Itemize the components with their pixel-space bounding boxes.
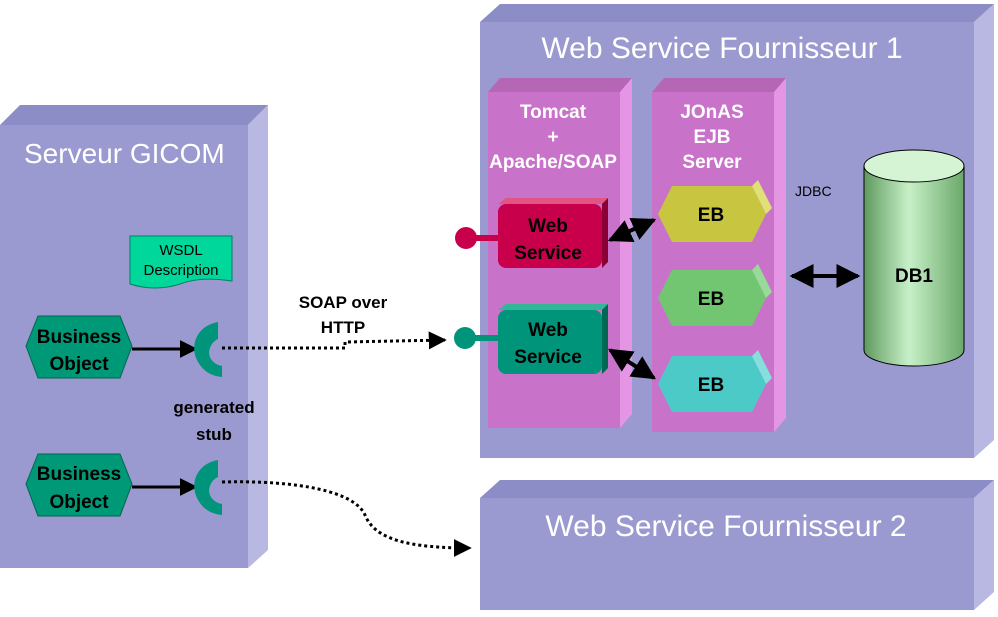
- soap-label-line1: SOAP over: [299, 293, 388, 312]
- tomcat-line1: Tomcat: [520, 102, 587, 123]
- business-object-2: Business Object: [25, 453, 133, 517]
- business-object-2-line2: Object: [49, 492, 109, 513]
- eb-3: EB: [658, 350, 772, 412]
- jdbc-label: JDBC: [795, 183, 832, 199]
- stub-icon-2: [194, 460, 222, 515]
- wsdl-line2: Description: [143, 262, 218, 279]
- eb-1: EB: [658, 180, 772, 242]
- web-service-1-line1: Web: [528, 216, 568, 237]
- stub1-to-ws2-connection: [222, 331, 447, 350]
- stub-label-line2: stub: [196, 425, 232, 444]
- gicom-title: Serveur GICOM: [24, 138, 225, 169]
- eb-1-label: EB: [698, 205, 724, 226]
- tomcat-line2: +: [547, 127, 558, 148]
- db-label: DB1: [895, 266, 933, 287]
- business-object-1-line2: Object: [49, 354, 109, 375]
- soap-label-line2: HTTP: [321, 318, 365, 337]
- web-service-2: Web Service: [454, 304, 608, 374]
- ws2-eb3-arrow: [607, 348, 657, 380]
- database-cylinder: DB1: [863, 149, 965, 367]
- web-service-1-port-icon: [455, 227, 477, 249]
- web-service-1: Web Service: [455, 198, 608, 268]
- web-service-2-line2: Service: [514, 347, 582, 368]
- web-service-1-line2: Service: [514, 243, 582, 264]
- jonas-line1: JOnAS: [680, 102, 743, 123]
- wsdl-line1: WSDL: [159, 242, 202, 259]
- eb-2-label: EB: [698, 289, 724, 310]
- provider2-title: Web Service Fournisseur 2: [545, 510, 906, 543]
- business-object-1: Business Object: [25, 315, 133, 379]
- jonas-line3: Server: [682, 152, 742, 173]
- web-service-2-line1: Web: [528, 320, 568, 341]
- stub-icon-1: [194, 322, 222, 377]
- ws1-eb1-arrow: [607, 218, 657, 242]
- jonas-line2: EJB: [694, 127, 731, 148]
- wsdl-description: WSDL Description: [129, 235, 233, 289]
- eb-3-label: EB: [698, 375, 724, 396]
- provider1-title: Web Service Fournisseur 1: [541, 32, 902, 65]
- tomcat-line3: Apache/SOAP: [489, 152, 617, 173]
- web-service-2-port-icon: [454, 327, 476, 349]
- stub2-to-provider2-connection: [221, 480, 472, 557]
- business-object-2-line1: Business: [37, 464, 121, 485]
- business-object-1-line1: Business: [37, 327, 121, 348]
- eb-2: EB: [658, 264, 772, 326]
- stub-label-line1: generated: [173, 398, 254, 417]
- provider2-box: Web Service Fournisseur 2: [480, 480, 994, 610]
